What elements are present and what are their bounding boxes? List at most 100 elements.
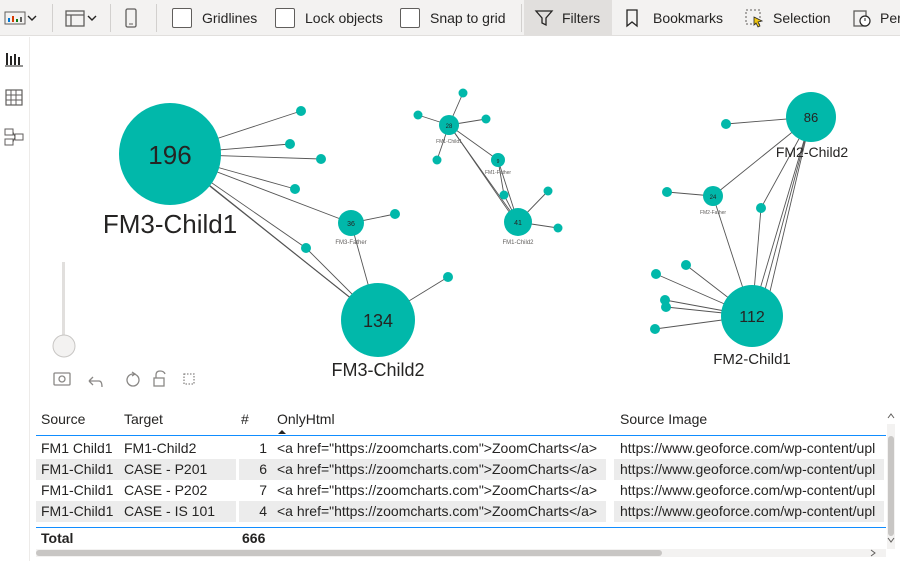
network-chart-visual[interactable]: 196 FM3-Child1 134 FM3-Child2 36 FM3-Fat…	[36, 37, 900, 403]
zoom-slider[interactable]	[52, 262, 76, 358]
column-header-source-image[interactable]: Source Image	[620, 411, 708, 427]
vertical-scrollbar-thumb[interactable]	[888, 436, 894, 536]
zoom-slider-handle[interactable]	[52, 334, 76, 358]
cell-count: 1	[259, 440, 267, 456]
node-fm1-child1[interactable]: 28 FM1-Child1	[436, 115, 462, 145]
cell-target: CASE - P202	[124, 482, 208, 498]
horizontal-scrollbar-thumb[interactable]	[36, 550, 662, 556]
zoom-slider-track[interactable]	[62, 262, 65, 348]
back-icon[interactable]	[88, 376, 103, 388]
leaf-node[interactable]	[443, 272, 453, 282]
leaf-node[interactable]	[458, 88, 468, 98]
leaf-node[interactable]	[301, 243, 311, 253]
node-fm2-father[interactable]: 24 FM2-Father	[700, 186, 726, 216]
page-view-dropdown[interactable]	[4, 0, 46, 36]
column-header-source[interactable]: Source	[41, 411, 86, 427]
gridlines-checkbox[interactable]	[172, 8, 192, 28]
node-fm1-child2[interactable]: 41 FM1-Child2	[502, 208, 534, 246]
snap-to-grid-checkbox[interactable]	[400, 8, 420, 28]
export-image-icon[interactable]	[53, 372, 71, 386]
node-fm3-father[interactable]: 36 FM3-Father	[335, 210, 367, 246]
cell-onlyhtml: <a href="https://zoomcharts.com">ZoomCha…	[277, 440, 598, 456]
leaf-node[interactable]	[662, 187, 672, 197]
lock-objects-label: Lock objects	[305, 10, 383, 26]
performance-icon	[853, 10, 871, 27]
cell-source: FM1-Child1	[41, 461, 114, 477]
snap-to-grid-label: Snap to grid	[430, 10, 506, 26]
leaf-node[interactable]	[285, 139, 295, 149]
node-fm1-father[interactable]: 9 FM1-Father	[485, 153, 511, 176]
edge	[751, 116, 812, 317]
scroll-right-icon[interactable]	[869, 549, 877, 557]
leaf-node[interactable]	[543, 186, 553, 196]
grid-select-icon[interactable]	[183, 373, 195, 385]
cell-source: FM1-Child1	[41, 503, 114, 519]
lock-objects-checkbox[interactable]	[275, 8, 295, 28]
node-fm3-child1[interactable]: 196 FM3-Child1	[103, 103, 237, 239]
node-value: 86	[804, 110, 818, 125]
cell-source-image: https://www.geoforce.com/wp-content/upl	[620, 461, 876, 477]
view-ribbon: Gridlines Lock objects Snap to grid Filt…	[0, 0, 900, 36]
scroll-down-icon[interactable]	[887, 536, 895, 544]
network-chart-svg[interactable]: 196 FM3-Child1 134 FM3-Child2 36 FM3-Fat…	[36, 37, 900, 403]
scroll-up-icon[interactable]	[887, 412, 895, 420]
leaf-nodes-group	[285, 88, 766, 334]
leaf-node[interactable]	[296, 106, 306, 116]
leaf-node[interactable]	[661, 302, 671, 312]
leaf-node[interactable]	[432, 155, 442, 165]
lock-objects-toggle[interactable]: Lock objects	[275, 0, 383, 36]
gridlines-toggle[interactable]: Gridlines	[172, 0, 257, 36]
leaf-node[interactable]	[721, 119, 731, 129]
cell-onlyhtml: <a href="https://zoomcharts.com">ZoomCha…	[277, 482, 598, 498]
leaf-node[interactable]	[756, 203, 766, 213]
page-view-icon	[4, 11, 26, 25]
total-value: 666	[242, 530, 266, 546]
mobile-layout-dropdown[interactable]	[64, 0, 104, 36]
bookmarks-pane-button[interactable]: Bookmarks	[624, 0, 723, 36]
leaf-node[interactable]	[553, 223, 563, 233]
performance-label: Per	[880, 10, 900, 26]
gridlines-label: Gridlines	[202, 10, 258, 26]
data-view-icon[interactable]	[3, 86, 27, 110]
leaf-node[interactable]	[481, 114, 491, 124]
selection-pane-button[interactable]: Selection	[744, 0, 831, 36]
snap-to-grid-toggle[interactable]: Snap to grid	[400, 0, 506, 36]
leaf-node[interactable]	[650, 324, 660, 334]
node-label: FM1-Father	[485, 170, 511, 176]
leaf-node[interactable]	[681, 260, 691, 270]
leaf-node[interactable]	[413, 110, 423, 120]
edge	[448, 124, 499, 161]
column-header-count[interactable]: #	[241, 411, 249, 427]
selection-label: Selection	[773, 10, 831, 26]
phone-layout-button[interactable]	[124, 0, 144, 36]
node-fm3-child2[interactable]: 134 FM3-Child2	[331, 283, 425, 380]
node-fm2-child2[interactable]: 86 FM2-Child2	[776, 92, 849, 160]
node-value: 9	[497, 159, 500, 165]
node-label: FM2-Father	[700, 210, 726, 216]
node-label: FM2-Child1	[713, 351, 791, 368]
cell-source-image: https://www.geoforce.com/wp-content/upl	[620, 440, 876, 456]
leaf-node[interactable]	[390, 209, 400, 219]
horizontal-scrollbar[interactable]	[36, 549, 886, 557]
leaf-node[interactable]	[316, 154, 326, 164]
refresh-icon[interactable]	[126, 371, 140, 387]
leaf-node[interactable]	[290, 184, 300, 194]
report-view-icon[interactable]	[3, 47, 27, 71]
layout-icon	[65, 10, 85, 27]
unlock-icon[interactable]	[153, 370, 166, 387]
model-view-icon[interactable]	[3, 126, 27, 150]
column-header-onlyhtml[interactable]: OnlyHtml	[277, 411, 335, 427]
leaf-node[interactable]	[651, 269, 661, 279]
cell-target: FM1-Child2	[124, 440, 197, 456]
filters-pane-button[interactable]: Filters	[524, 0, 612, 36]
leaf-node[interactable]	[499, 190, 509, 200]
cell-count: 6	[259, 461, 267, 477]
column-header-target[interactable]: Target	[124, 411, 163, 427]
node-fm2-child1[interactable]: 112 FM2-Child1	[713, 285, 791, 368]
header-divider	[36, 435, 886, 436]
total-divider	[36, 527, 886, 528]
node-label: FM3-Child1	[103, 209, 237, 239]
performance-analyzer-button[interactable]: Per	[852, 0, 900, 36]
vertical-scrollbar[interactable]	[887, 424, 895, 549]
node-value: 134	[363, 311, 393, 331]
